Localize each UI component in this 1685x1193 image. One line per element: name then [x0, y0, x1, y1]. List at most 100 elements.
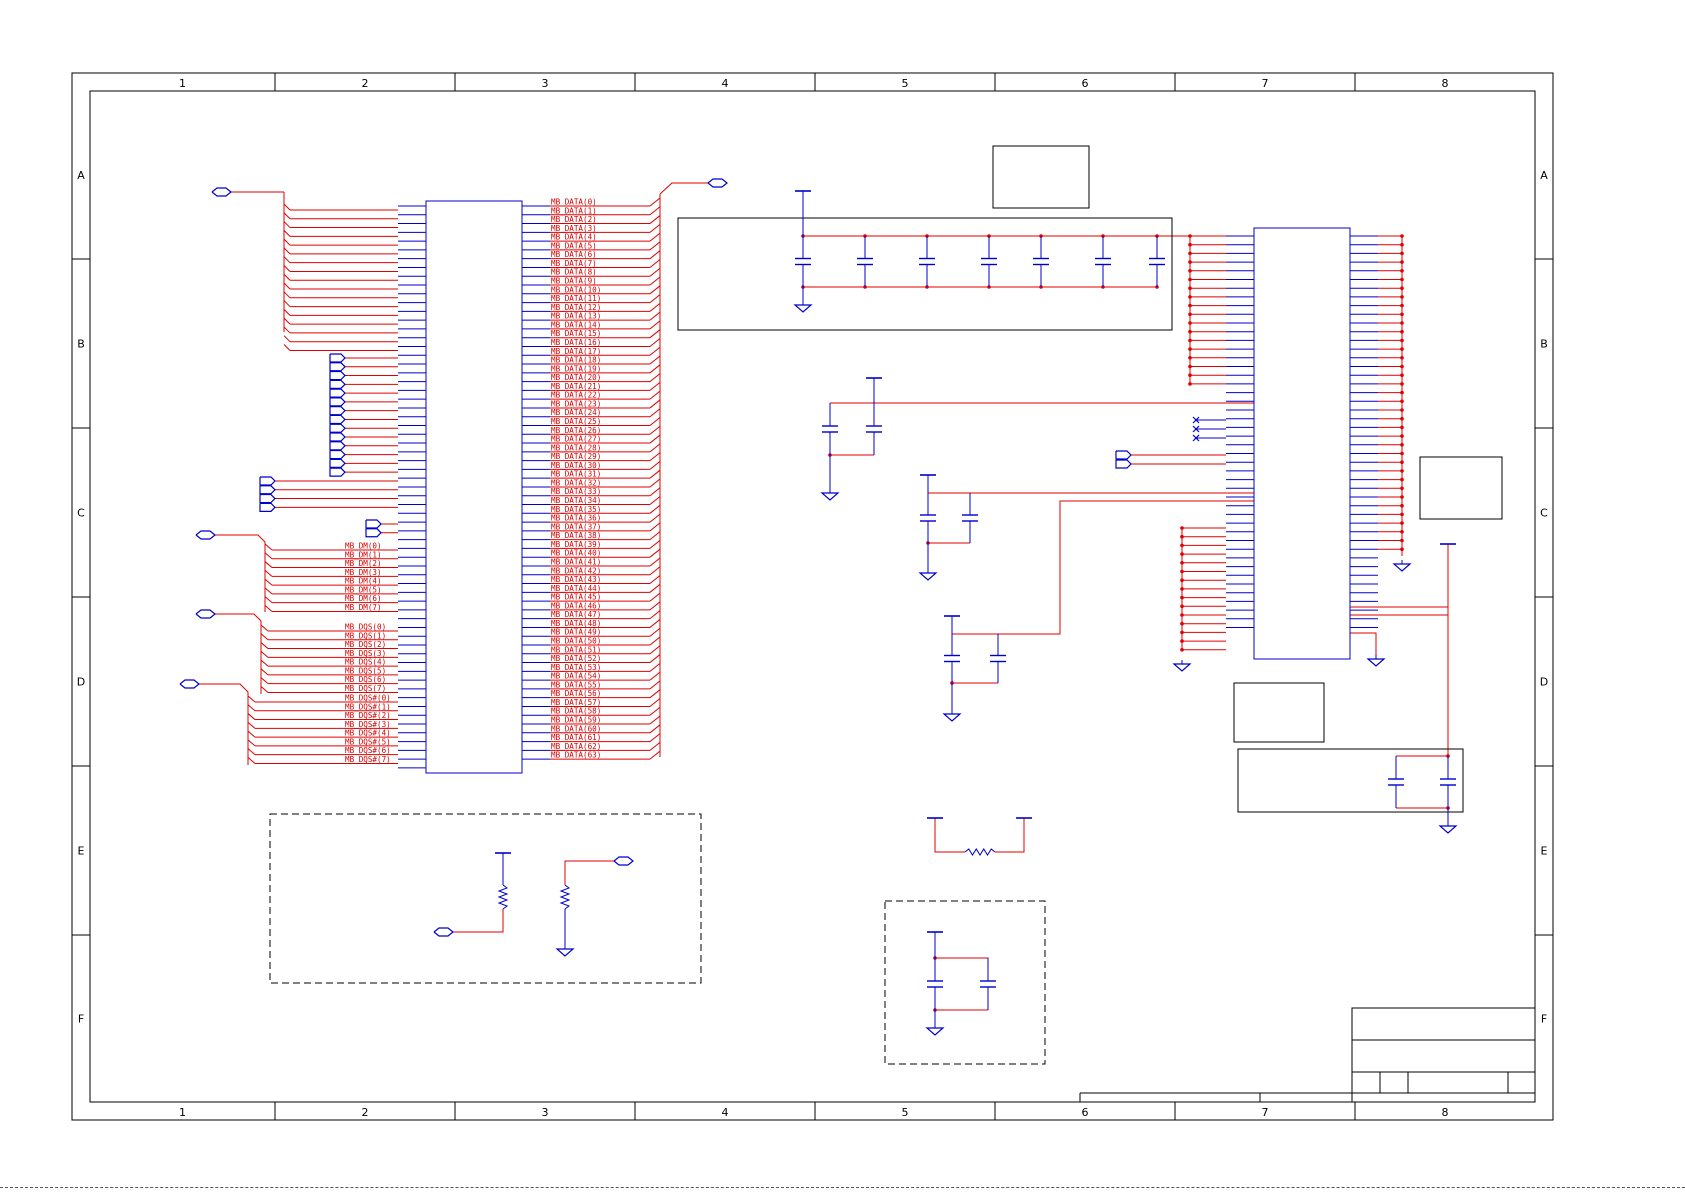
zone-row-label: C [77, 507, 85, 520]
net-label-data: MB_DATA(19) [551, 364, 601, 373]
net-label-data: MB_DATA(45) [551, 593, 601, 602]
zone-row-label: B [1540, 338, 1548, 351]
net-label-data: MB_DATA(21) [551, 382, 601, 391]
bus-entry [649, 399, 661, 409]
bus-entry [649, 583, 661, 593]
bus-entry [649, 610, 661, 620]
net-label-data: MB_DATA(1) [551, 206, 597, 215]
junction-dot [1400, 434, 1404, 438]
zone-col-label: 4 [722, 77, 729, 90]
net-label-data: MB_DATA(12) [551, 303, 601, 312]
junction-dot [1188, 373, 1192, 378]
zone-row-label: D [77, 676, 85, 689]
junction-dot [1188, 277, 1192, 282]
junction-dot [1188, 260, 1192, 264]
net-label-data: MB_DATA(11) [551, 294, 601, 303]
bus-entry [260, 642, 269, 649]
bus-entry [649, 478, 661, 488]
zone-row-label: D [1540, 676, 1548, 689]
control-port [329, 362, 346, 372]
junction-dot [1400, 364, 1404, 369]
net-label-dqsn: MB_DQS#(2) [345, 711, 391, 720]
bus-entry [283, 335, 291, 343]
bus-entry [649, 259, 661, 268]
junction-dot [1400, 338, 1404, 343]
net-label-data: MB_DATA(47) [551, 610, 601, 619]
bus-entry [283, 317, 291, 325]
junction-dot [1400, 469, 1404, 473]
bus-entry [649, 540, 661, 549]
bus-entry [649, 355, 661, 365]
zone-row-label: A [77, 169, 85, 182]
net-label-dqsn: MB_DQS#(4) [345, 729, 391, 738]
control-port [329, 379, 346, 389]
net-label-dqs: MB_DQS(4) [345, 658, 386, 667]
resistor [559, 884, 571, 910]
junction-dot [1188, 364, 1192, 369]
bus-entry [649, 566, 661, 576]
ground-symbol [1366, 658, 1386, 667]
junction-dot [1400, 425, 1404, 430]
outer-frame [71, 72, 1554, 1121]
net-label-data: MB_DATA(27) [551, 435, 601, 444]
net-label-data: MB_DATA(48) [551, 619, 601, 628]
junction-dot [1180, 569, 1184, 574]
bus-entry [260, 686, 269, 693]
bus-entry [283, 247, 291, 255]
components [179, 145, 1503, 1065]
net-label-dm: MB_DM(3) [345, 568, 382, 577]
junction-dot [1188, 303, 1192, 308]
junction-dot [1400, 460, 1404, 465]
net-label-dqsn: MB_DQS#(7) [345, 755, 391, 764]
bus-entry [649, 531, 661, 541]
bus-entry [264, 561, 273, 568]
junction-dot [1180, 587, 1184, 591]
junction-dot [1180, 613, 1184, 617]
junction-dot [1188, 295, 1192, 299]
bus-entry [649, 223, 661, 233]
net-label-data: MB_DATA(46) [551, 601, 601, 610]
zone-col-label: 1 [179, 77, 186, 90]
net-label-data: MB_DATA(0) [551, 198, 597, 207]
power-net [952, 500, 1254, 635]
junction-dot [1188, 269, 1192, 273]
zone-col-label: 7 [1262, 1106, 1269, 1119]
junction-dot [1400, 521, 1404, 525]
zone-row-label: E [1541, 845, 1548, 858]
bus-entry [649, 294, 661, 303]
bus-entry [649, 338, 661, 347]
net-label-data: MB_DATA(2) [551, 215, 597, 224]
bus-entry [649, 733, 661, 742]
net-label-data: MB_DATA(55) [551, 680, 601, 689]
bus-entry [247, 730, 256, 738]
bus-entry [649, 250, 661, 260]
net-label-data: MB_DATA(39) [551, 540, 601, 549]
inner-frame [89, 90, 1536, 1103]
control-port [329, 432, 346, 442]
net-label-data: MB_DATA(14) [551, 320, 601, 329]
bus-entry [283, 203, 291, 211]
resistor [497, 884, 509, 910]
bus-entry [260, 624, 269, 632]
bus-entry [649, 381, 661, 391]
junction-dot [1400, 295, 1404, 299]
net-label-dqs: MB_DQS(2) [345, 640, 386, 649]
junction-dot [1400, 538, 1404, 543]
bus-entry [649, 689, 661, 699]
bus-entry [264, 543, 273, 551]
net-label-data: MB_DATA(23) [551, 399, 601, 408]
net-wire [995, 818, 1025, 853]
net-label-data: MB_DATA(35) [551, 505, 601, 514]
bus-entry [649, 390, 661, 400]
bus-entry [649, 706, 661, 716]
net-label-dqsn: MB_DQS#(5) [345, 737, 391, 746]
reference-port [613, 856, 634, 866]
bus-entry [649, 373, 661, 382]
net-label-data: MB_DATA(42) [551, 566, 601, 575]
bus-entry [283, 282, 291, 290]
note-box [1419, 456, 1503, 520]
bus-entry [649, 724, 661, 734]
bus-entry [649, 496, 661, 505]
bus-entry [247, 748, 256, 756]
net-label-data: MB_DATA(26) [551, 426, 601, 435]
